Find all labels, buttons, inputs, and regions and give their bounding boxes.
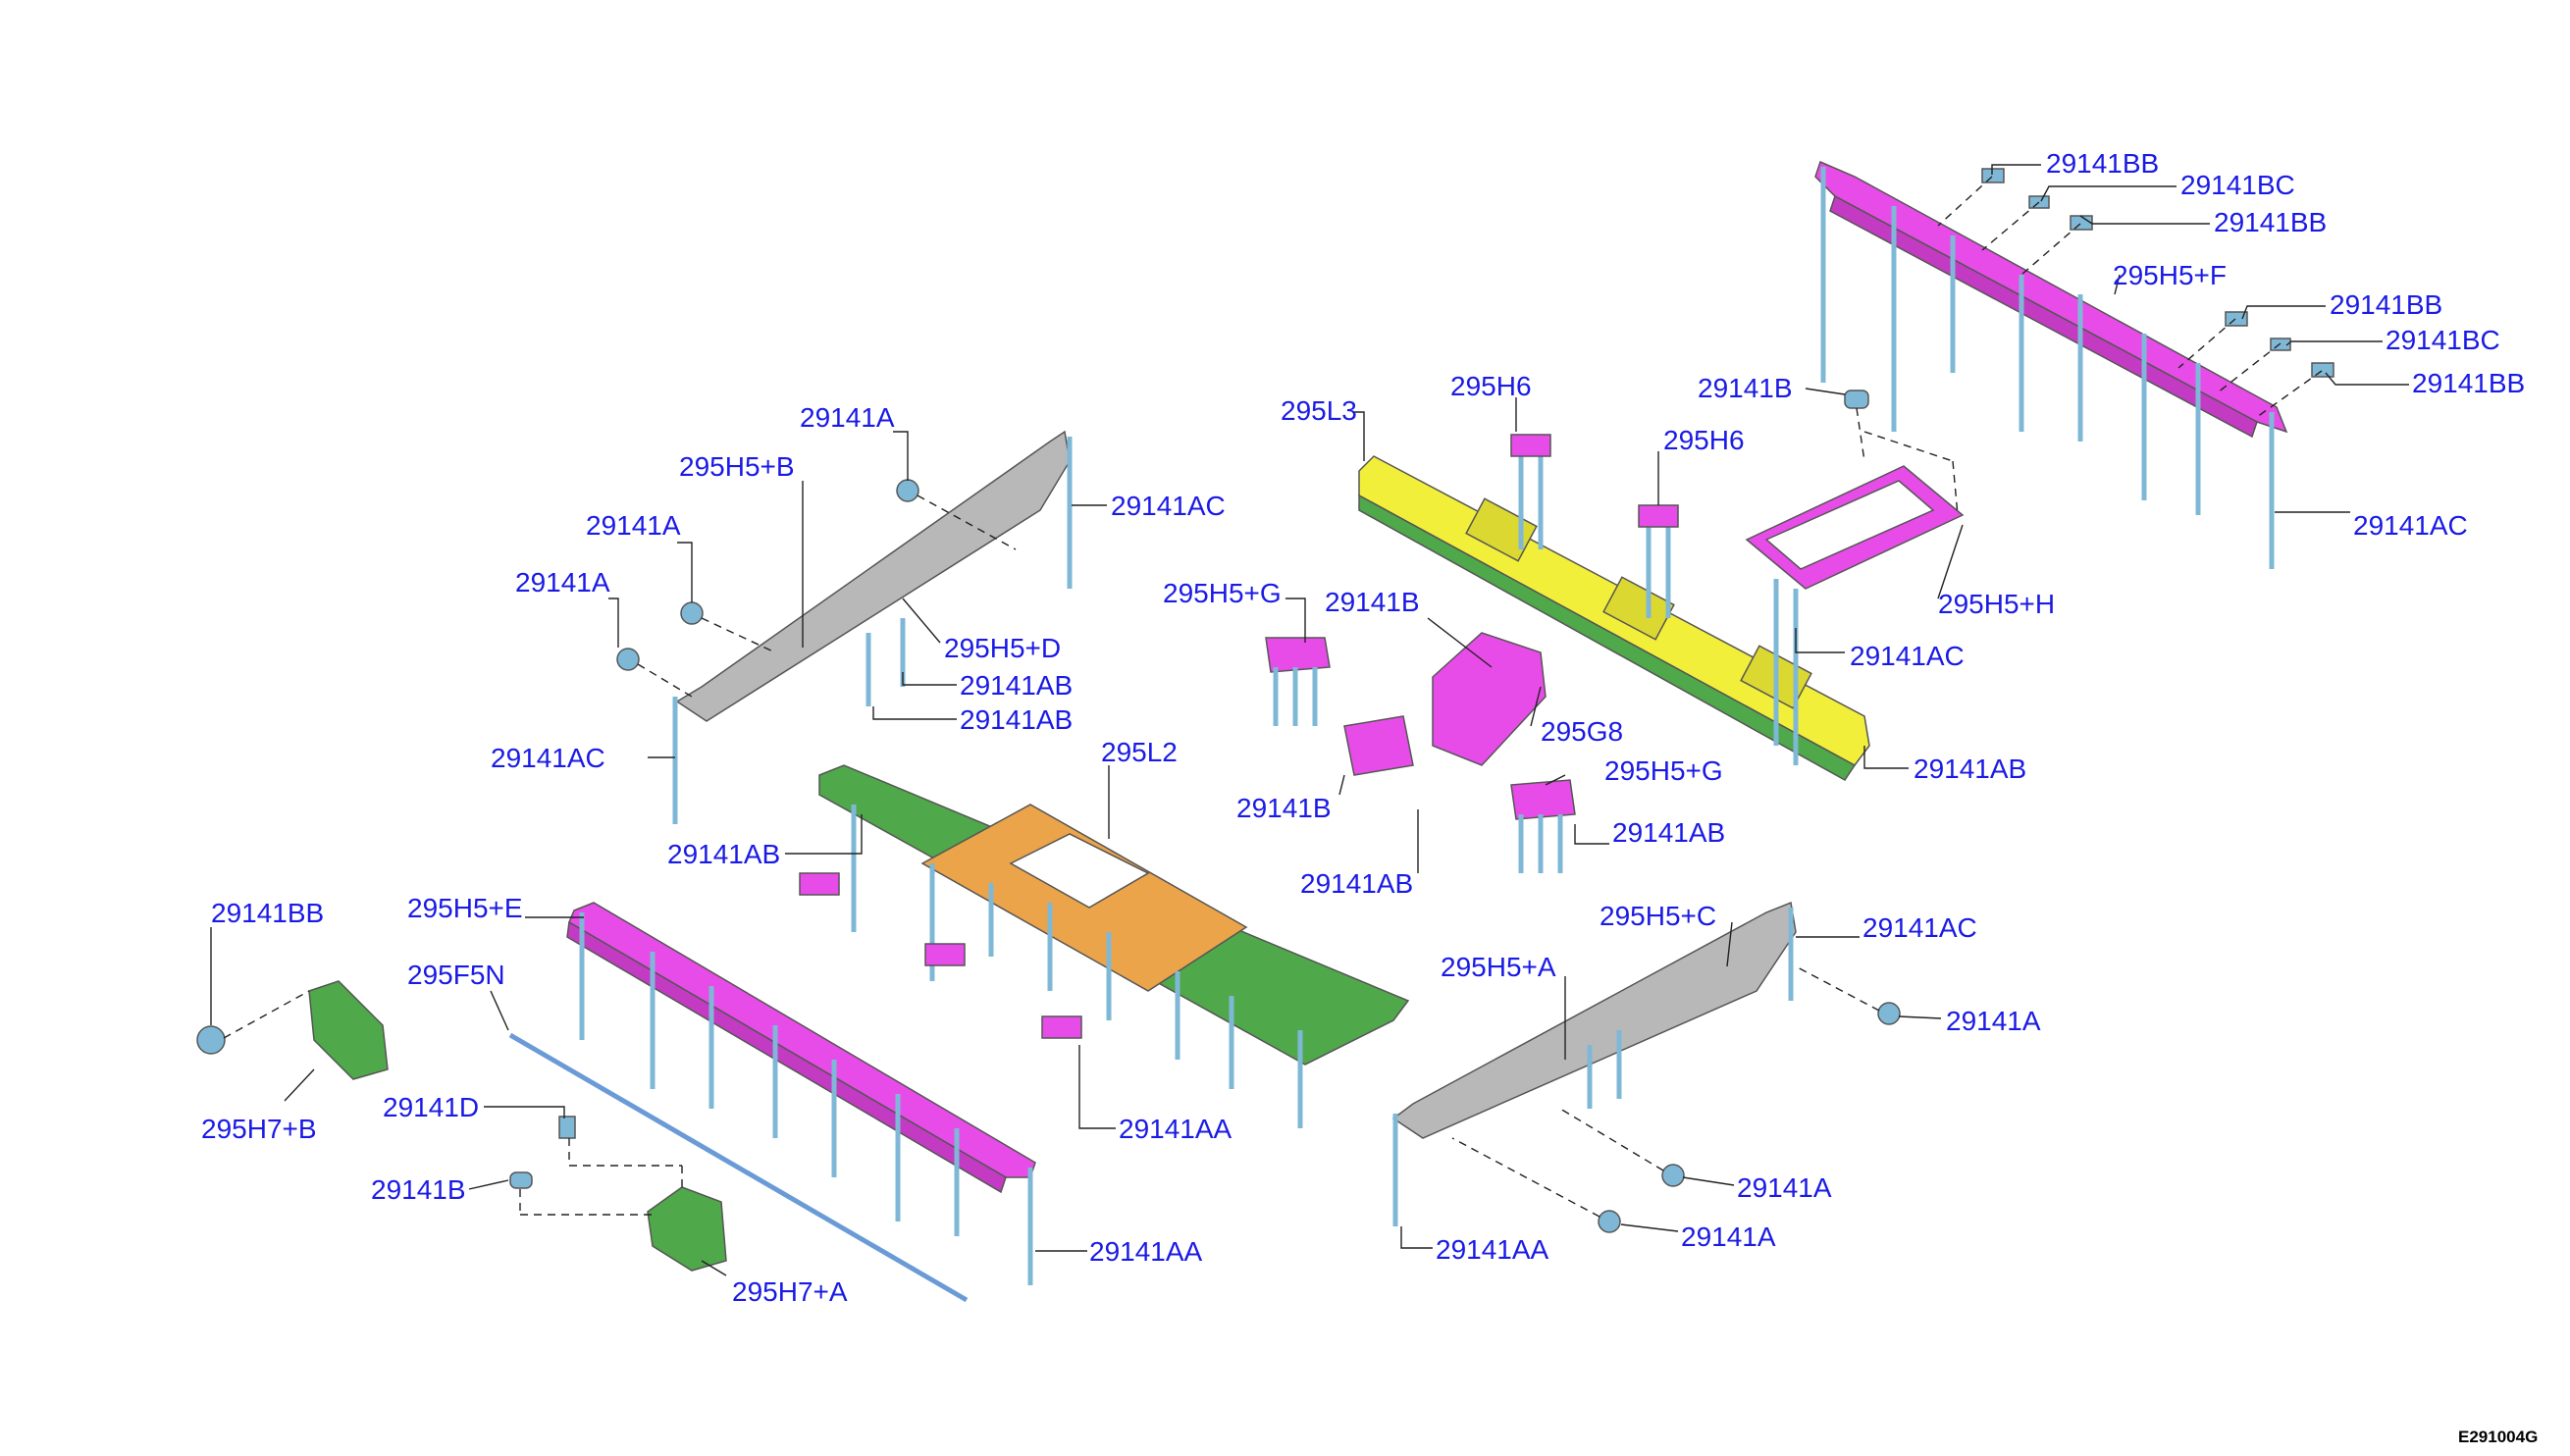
label-295H5G-2: 295H5+G: [1604, 755, 1723, 786]
fastener-group-29141A-left: [616, 479, 919, 671]
bracket-295H7A: [647, 1186, 727, 1272]
label-295L2: 295L2: [1101, 737, 1178, 767]
clip-29141D: [558, 1116, 576, 1139]
label-29141A-r2: 29141A: [1737, 1172, 1832, 1203]
label-295H7B: 295H7+B: [201, 1114, 317, 1144]
label-29141AA-2: 29141AA: [1089, 1236, 1203, 1267]
label-29141AB-5: 29141AB: [667, 839, 780, 869]
label-29141B-low: 29141B: [1236, 793, 1332, 823]
label-295G8: 295G8: [1541, 716, 1623, 747]
label-29141AC-leftfar: 29141AC: [491, 743, 605, 773]
label-295F5N: 295F5N: [407, 960, 505, 990]
label-29141BB-3: 29141BB: [2330, 289, 2442, 320]
label-29141A-2: 29141A: [586, 510, 681, 541]
clip-29141B-left: [509, 1171, 533, 1189]
frame-295L3: [1358, 434, 1870, 781]
clip-group-top-right: [1981, 168, 2334, 378]
label-29141AA-1: 29141AA: [1119, 1114, 1233, 1144]
label-29141AB-4: 29141AB: [1300, 868, 1413, 899]
clip-29141B-top: [1844, 390, 1869, 409]
label-29141AB-right: 29141AB: [1914, 754, 2026, 784]
label-29141BB-1: 29141BB: [2046, 148, 2159, 179]
label-29141B-left: 29141B: [371, 1174, 466, 1205]
label-29141B-mid: 29141B: [1325, 587, 1420, 617]
part-295G8: [1265, 632, 1576, 873]
frame-295H5H: [1745, 465, 1965, 765]
label-29141BB-left: 29141BB: [211, 898, 324, 928]
label-295H5B: 295H5+B: [679, 451, 795, 482]
label-295H5F: 295H5+F: [2113, 260, 2227, 290]
label-29141B-top: 29141B: [1698, 373, 1793, 403]
label-295L3: 295L3: [1281, 395, 1357, 426]
label-29141A-1: 29141A: [800, 402, 895, 433]
label-295H5D: 295H5+D: [944, 633, 1061, 663]
label-29141AC-right: 29141AC: [1862, 912, 1977, 943]
label-29141D: 29141D: [383, 1092, 479, 1122]
label-29141AC-top: 29141AC: [2353, 510, 2468, 541]
label-295H5C: 295H5+C: [1600, 901, 1716, 931]
label-29141A-3: 29141A: [515, 567, 610, 598]
fastener-group-29141A-right: [1598, 1002, 1901, 1233]
figure-code: E291004G: [2458, 1428, 2538, 1446]
label-29141BC-1: 29141BC: [2180, 170, 2295, 200]
label-29141AC-left: 29141AC: [1111, 491, 1226, 521]
label-29141AB-3: 29141AB: [1612, 817, 1725, 848]
label-29141BB-4: 29141BB: [2412, 368, 2525, 398]
label-29141AB-1: 29141AB: [960, 670, 1073, 701]
label-29141BB-2: 29141BB: [2214, 207, 2327, 237]
label-29141AA-3: 29141AA: [1436, 1234, 1549, 1265]
floor-295L2: [799, 764, 1410, 1128]
rod-295F5N: [508, 1032, 969, 1303]
bracket-295H5A: [1391, 901, 1797, 1226]
label-295H5H: 295H5+H: [1938, 589, 2055, 619]
label-295H6-1: 295H6: [1450, 371, 1532, 401]
bracket-295H5B: [672, 430, 1073, 824]
label-295H6-2: 295H6: [1663, 425, 1745, 455]
label-29141AB-2: 29141AB: [960, 704, 1073, 735]
label-295H5G-1: 295H5+G: [1163, 578, 1282, 608]
label-295H5E: 295H5+E: [407, 893, 523, 923]
label-295H7A: 295H7+A: [732, 1276, 848, 1307]
label-29141BC-2: 29141BC: [2386, 325, 2500, 355]
label-29141A-r3: 29141A: [1681, 1222, 1776, 1252]
rail-295H5F: [1814, 160, 2288, 569]
rail-295H5E: [566, 902, 1036, 1285]
bracket-295H7B: [196, 980, 389, 1080]
label-295H5A: 295H5+A: [1441, 952, 1556, 982]
label-29141AC-mid: 29141AC: [1850, 641, 1965, 671]
label-29141A-r1: 29141A: [1946, 1006, 2041, 1036]
